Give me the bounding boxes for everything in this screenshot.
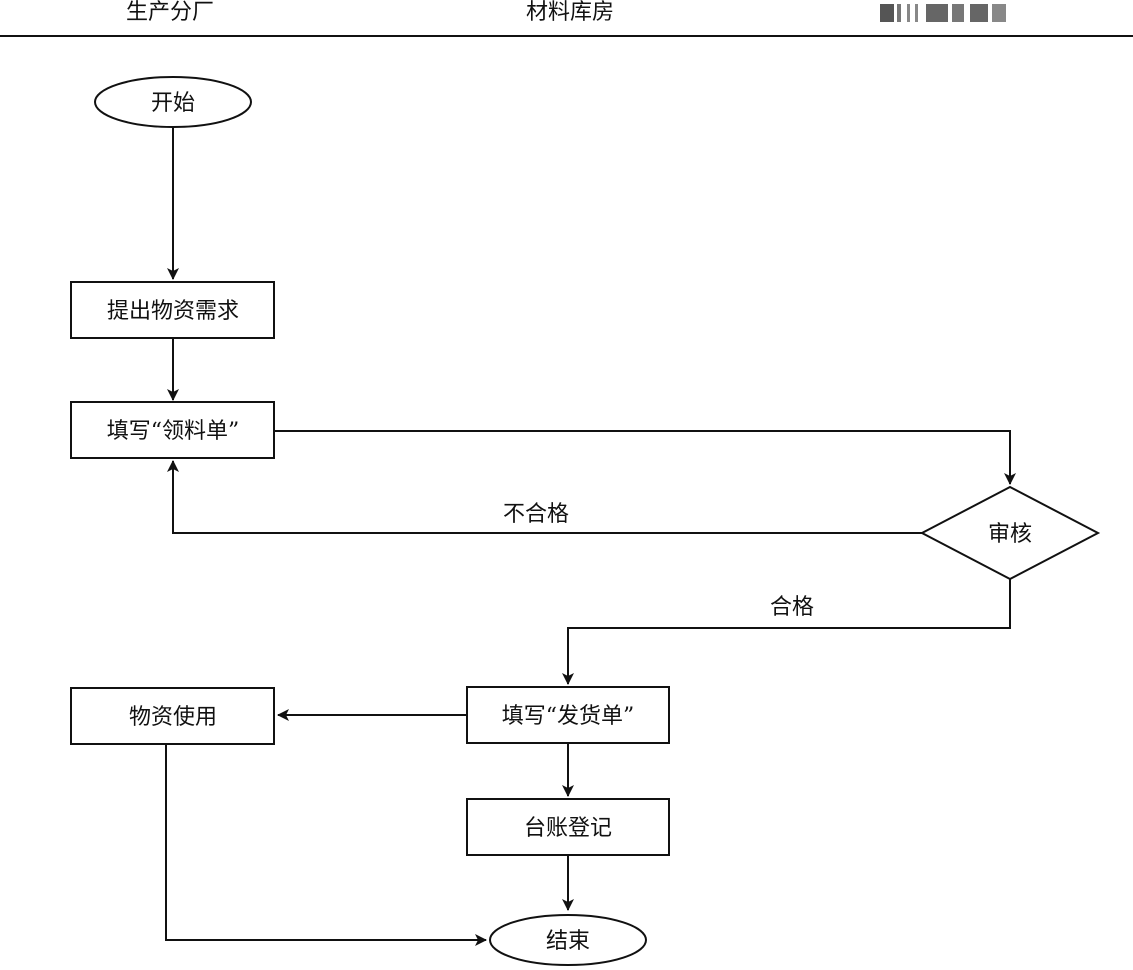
requisition-box (70, 401, 275, 459)
lane-header-illegible (880, 0, 1070, 34)
edge-use-to-end (165, 745, 487, 946)
ledger-box (466, 798, 670, 856)
end-terminal (489, 914, 647, 966)
header-divider (0, 35, 1133, 37)
edge-requisition-to-review (274, 430, 1016, 485)
lane-header-warehouse: 材料库房 (525, 0, 614, 25)
edge-review-unqualified (167, 460, 922, 534)
request-box (70, 281, 275, 339)
delivery-label: 填写“发货单” (502, 704, 635, 729)
edge-review-qualified (562, 579, 1011, 685)
delivery-box (466, 686, 670, 744)
review-label: 审核 (988, 522, 1032, 547)
use-materials-box (70, 687, 275, 745)
review-decision (919, 485, 1101, 581)
ledger-label: 台账登记 (524, 816, 612, 841)
lane-header-production: 生产分厂 (125, 0, 214, 25)
unqualified-label: 不合格 (503, 502, 569, 527)
requisition-label: 填写“领料单” (107, 419, 240, 444)
qualified-label: 合格 (770, 595, 814, 620)
use-materials-label: 物资使用 (129, 705, 217, 730)
start-label: 开始 (151, 91, 195, 116)
start-terminal (94, 76, 252, 128)
end-label: 结束 (546, 929, 590, 954)
request-label: 提出物资需求 (107, 299, 239, 324)
